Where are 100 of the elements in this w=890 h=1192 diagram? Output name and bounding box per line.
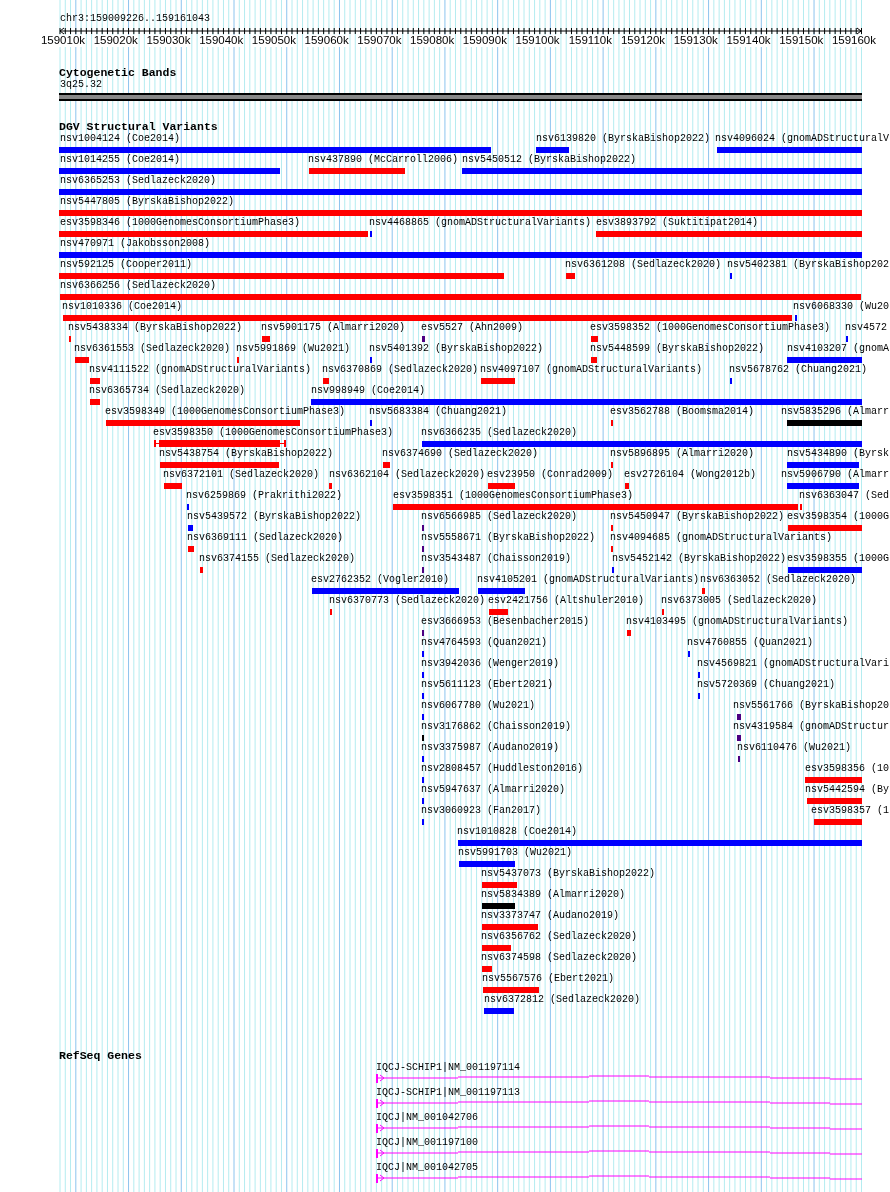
variant-label: nsv5439572 (ByrskaBishop2022): [187, 512, 362, 522]
variant-label: nsv5450512 (ByrskaBishop2022): [462, 155, 637, 165]
variant-label: esv23950 (Conrad2009): [487, 470, 614, 480]
axis-tick-label: 159060k: [304, 35, 349, 47]
variant-label: nsv6370773 (Sedlazeck2020): [329, 596, 486, 606]
variant-label: esv3598355 (1000G: [787, 554, 890, 564]
variant-label: nsv4105201 (gnomADStructuralVariants): [477, 575, 700, 585]
variant-label: nsv3176862 (Chaisson2019): [421, 722, 572, 732]
transcript-label: IQCJ|NM_001042705: [376, 1163, 479, 1173]
axis-tick-label: 159070k: [357, 35, 402, 47]
axis-tick-label: 159100k: [515, 35, 560, 47]
variant-label: nsv6374690 (Sedlazeck2020): [382, 449, 539, 459]
variant-label: nsv5450947 (ByrskaBishop2022): [610, 512, 785, 522]
variant-label: nsv5401392 (ByrskaBishop2022): [369, 344, 544, 354]
variant-label: nsv6356762 (Sedlazeck2020): [481, 932, 638, 942]
variant-label: nsv3543487 (Chaisson2019): [421, 554, 572, 564]
variant-label: nsv6365253 (Sedlazeck2020): [60, 176, 217, 186]
variant-label: nsv6362104 (Sedlazeck2020): [329, 470, 486, 480]
axis-tick-label: 159110k: [568, 35, 612, 47]
variant-label: nsv1014255 (Coe2014): [60, 155, 181, 165]
variant-label: nsv6566985 (Sedlazeck2020): [421, 512, 578, 522]
track-title: DGV Structural Variants: [59, 121, 218, 133]
variant-label: nsv5434890 (Byrsk: [787, 449, 890, 459]
variant-label: nsv5901175 (Almarri2020): [261, 323, 406, 333]
variant-label: esv3598352 (1000GenomesConsortiumPhase3): [590, 323, 831, 333]
axis-tick-label: 159140k: [726, 35, 771, 47]
variant-label: esv3598356 (10: [805, 764, 889, 774]
axis-tick-label: 159010k: [40, 35, 86, 47]
variant-label: nsv5991869 (Wu2021): [236, 344, 351, 354]
variant-label: nsv4094685 (gnomADStructuralVariants): [610, 533, 833, 543]
variant-label: esv5527 (Ahn2009): [421, 323, 524, 333]
variant-label: nsv6363052 (Sedlazeck2020): [700, 575, 857, 585]
variant-label: nsv6373005 (Sedlazeck2020): [661, 596, 818, 606]
region-label: chr3:159009226..159161043: [60, 14, 211, 24]
axis-tick-label: 159130k: [673, 35, 718, 47]
axis-tick-label: 159160k: [831, 35, 876, 47]
variant-label: nsv6366256 (Sedlazeck2020): [60, 281, 217, 291]
variant-label: nsv5991703 (Wu2021): [458, 848, 573, 858]
variant-label: nsv5448599 (ByrskaBishop2022): [590, 344, 765, 354]
variant-label: nsv5947637 (Almarri2020): [421, 785, 566, 795]
transcript-label: IQCJ-SCHIP1|NM_001197113: [376, 1088, 521, 1098]
axis-tick-label: 159050k: [251, 35, 296, 47]
variant-label: nsv5896895 (Almarri2020): [610, 449, 755, 459]
variant-label: nsv3060923 (Fan2017): [421, 806, 542, 816]
variant-label: nsv5720369 (Chuang2021): [697, 680, 836, 690]
variant-label: nsv5835296 (Almarr: [781, 407, 890, 417]
variant-label: nsv3375987 (Audano2019): [421, 743, 560, 753]
variant-label: nsv5567576 (Ebert2021): [482, 974, 615, 984]
variant-label: nsv6372812 (Sedlazeck2020): [484, 995, 641, 1005]
variant-label: nsv1010828 (Coe2014): [457, 827, 578, 837]
variant-label: nsv6110476 (Wu2021): [737, 743, 852, 753]
variant-label: nsv5438754 (ByrskaBishop2022): [159, 449, 334, 459]
axis-tick-label: 159090k: [462, 35, 507, 47]
variant-label: nsv2808457 (Huddleston2016): [421, 764, 584, 774]
variant-label: nsv5906790 (Almarr: [781, 470, 890, 480]
variant-label: nsv6363047 (Sed: [799, 491, 889, 501]
variant-label: nsv5678762 (Chuang2021): [729, 365, 868, 375]
variant-label: nsv6370869 (Sedlazeck2020): [322, 365, 479, 375]
variant-label: esv3562788 (Boomsma2014): [610, 407, 755, 417]
band-label: 3q25.32: [60, 80, 102, 90]
axis-tick-label: 159030k: [146, 35, 191, 47]
variant-label: nsv5442594 (By: [805, 785, 889, 795]
variant-label: nsv5834389 (Almarri2020): [481, 890, 626, 900]
variant-label: nsv5452142 (ByrskaBishop2022): [612, 554, 787, 564]
variant-label: nsv437890 (McCarroll2006): [308, 155, 459, 165]
transcript-label: IQCJ|NM_001197100: [376, 1138, 479, 1148]
variant-label: nsv4103495 (gnomADStructuralVariants): [626, 617, 849, 627]
variant-label: esv3598350 (1000GenomesConsortiumPhase3): [153, 428, 394, 438]
track-title: RefSeq Genes: [59, 1050, 142, 1062]
variant-label: esv3598349 (1000GenomesConsortiumPhase3): [105, 407, 346, 417]
axis-tick-label: 159120k: [620, 35, 666, 47]
variant-label: nsv6365734 (Sedlazeck2020): [89, 386, 246, 396]
variant-label: esv3598346 (1000GenomesConsortiumPhase3): [60, 218, 301, 228]
variant-label: nsv6139820 (ByrskaBishop2022): [536, 134, 711, 144]
variant-label: nsv470971 (Jakobsson2008): [60, 239, 211, 249]
variant-label: esv3598351 (1000GenomesConsortiumPhase3): [393, 491, 634, 501]
variant-label: nsv4468865 (gnomADStructuralVariants): [369, 218, 592, 228]
variant-label: nsv6259869 (Prakrithi2022): [186, 491, 343, 501]
variant-label: nsv3373747 (Audano2019): [481, 911, 620, 921]
variant-label: esv3598354 (1000G: [787, 512, 890, 522]
variant-label: nsv4760855 (Quan2021): [687, 638, 814, 648]
variant-label: nsv5447805 (ByrskaBishop2022): [60, 197, 235, 207]
variant-label: nsv4572: [845, 323, 887, 333]
variant-label: nsv4096024 (gnomADStructuralV: [715, 134, 890, 144]
variant-label: nsv6361208 (Sedlazeck2020): [565, 260, 722, 270]
variant-label: nsv998949 (Coe2014): [311, 386, 426, 396]
variant-label: esv2762352 (Vogler2010): [311, 575, 450, 585]
transcript-label: IQCJ|NM_001042706: [376, 1113, 479, 1123]
axis-tick-label: 159080k: [410, 35, 455, 47]
variant-label: nsv1010336 (Coe2014): [62, 302, 183, 312]
variant-label: nsv5611123 (Ebert2021): [421, 680, 554, 690]
variant-label: nsv4569821 (gnomADStructuralVari: [697, 659, 890, 669]
variant-label: nsv6374598 (Sedlazeck2020): [481, 953, 638, 963]
variant-label: nsv6366235 (Sedlazeck2020): [421, 428, 578, 438]
variant-label: nsv4103207 (gnomA: [787, 344, 890, 354]
variant-label: nsv5402381 (ByrskaBishop202: [727, 260, 890, 270]
axis-tick-label: 159150k: [779, 35, 824, 47]
variant-label: esv2726104 (Wong2012b): [624, 470, 757, 480]
variant-label: nsv592125 (Cooper2011): [60, 260, 193, 270]
variant-label: nsv6361553 (Sedlazeck2020): [74, 344, 231, 354]
